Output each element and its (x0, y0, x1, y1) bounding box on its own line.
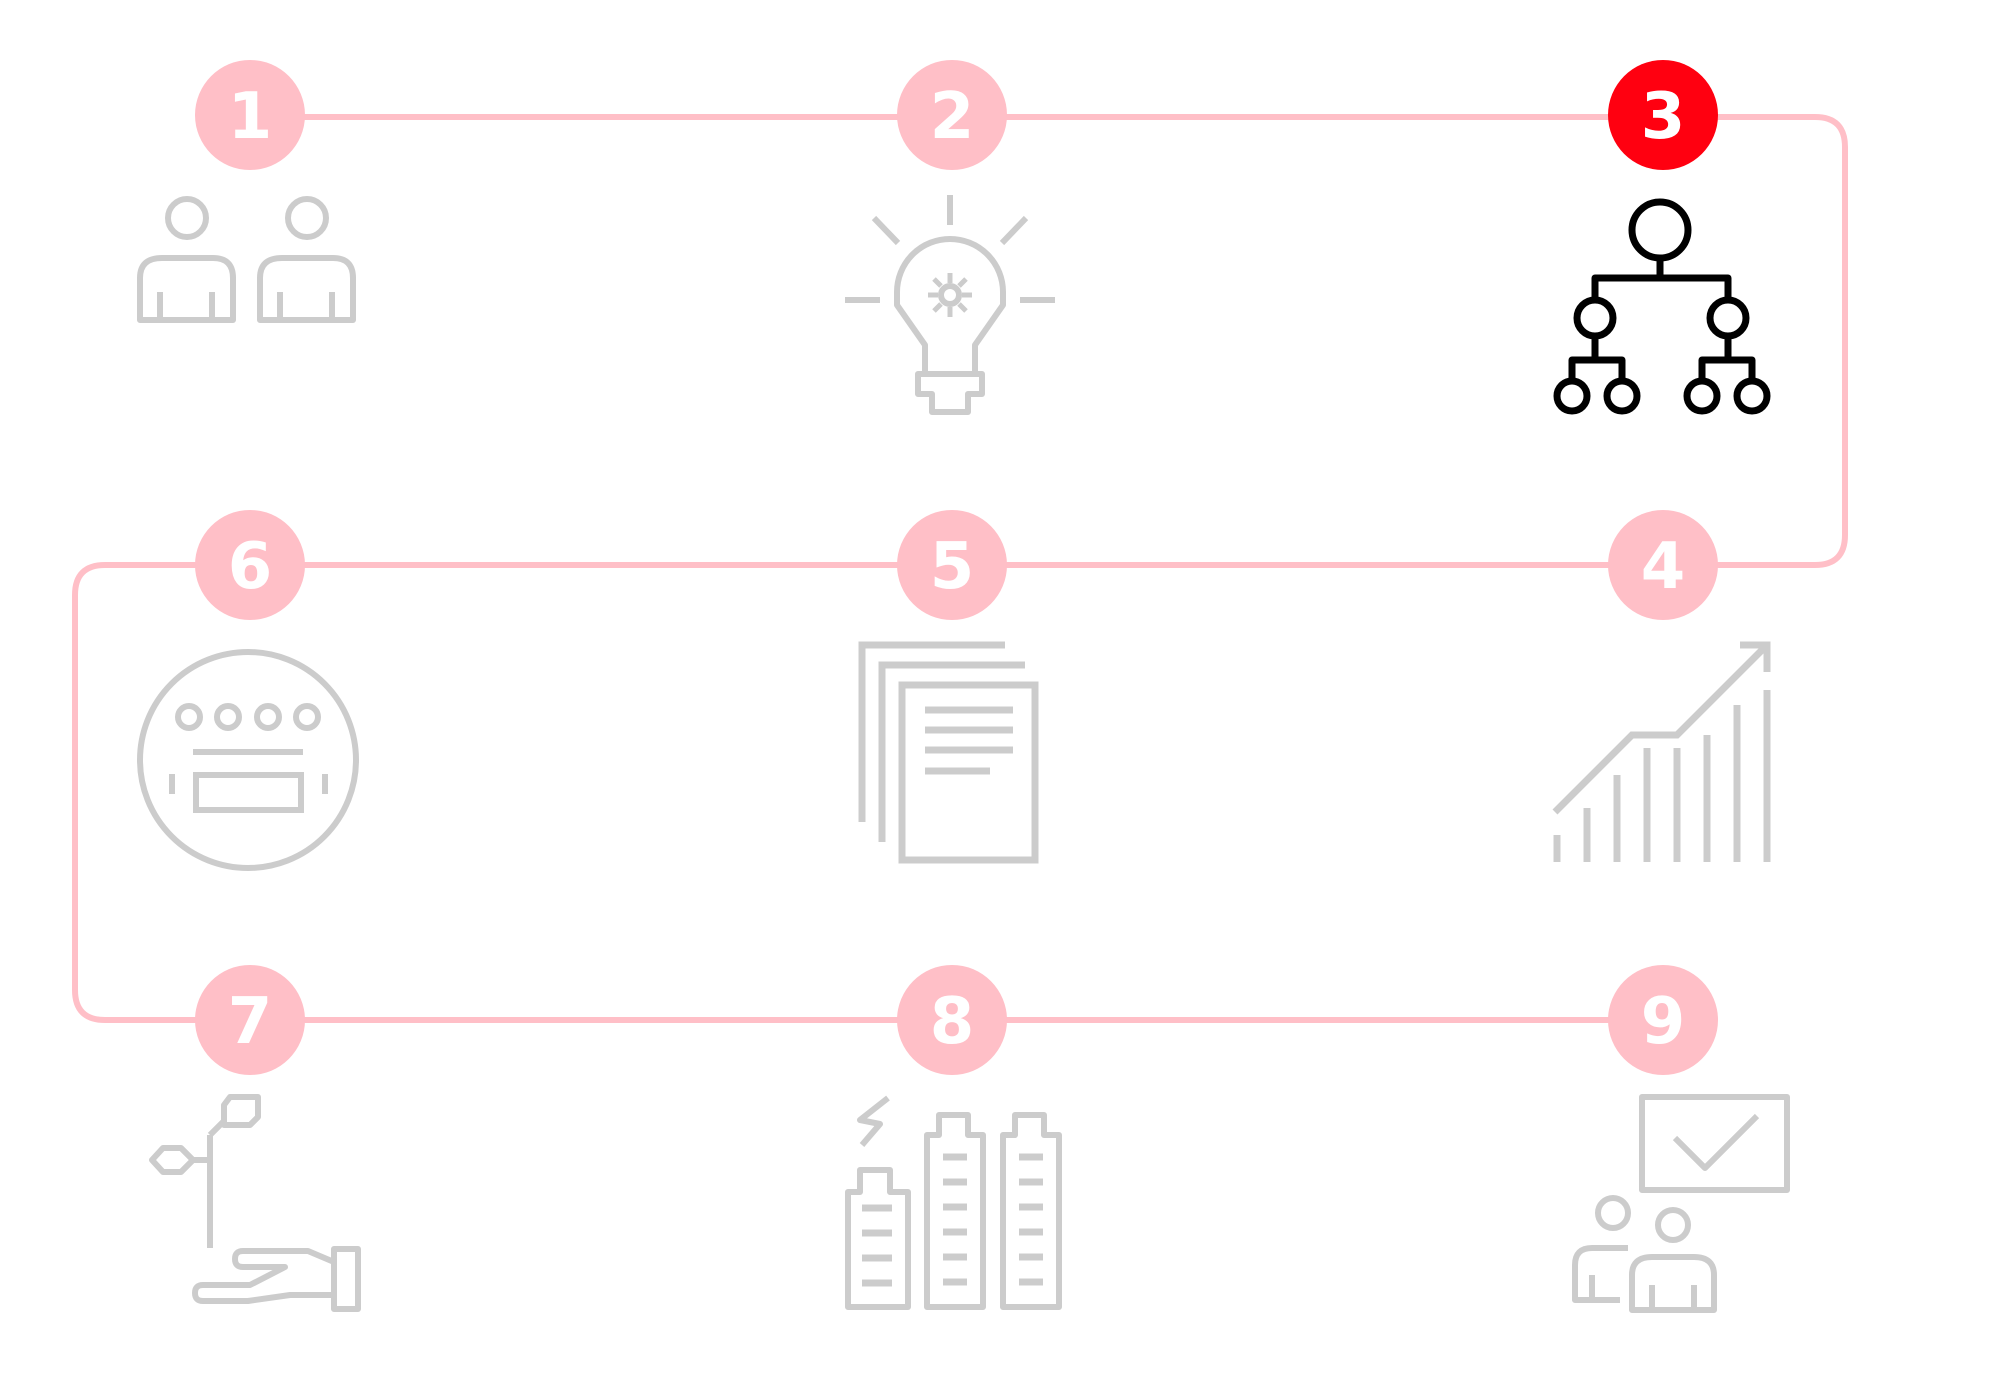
step-4-badge: 4 (1608, 510, 1718, 620)
team-people-icon (137, 196, 356, 323)
presentation-approval-icon (1572, 1094, 1790, 1313)
step-8-number: 8 (930, 985, 975, 1059)
step-5-number: 5 (930, 530, 975, 604)
documents-icon (858, 641, 1039, 864)
growth-chart-icon (1552, 641, 1771, 862)
org-hierarchy-icon (1553, 198, 1771, 415)
step-7-number: 7 (228, 985, 273, 1059)
step-2-badge: 2 (897, 60, 1007, 170)
step-3-badge: 3 (1608, 60, 1718, 170)
step-3-number: 3 (1641, 80, 1686, 154)
step-2-number: 2 (930, 80, 975, 154)
meter-device-icon (137, 649, 359, 871)
step-6-badge: 6 (195, 510, 305, 620)
step-8-badge: 8 (897, 965, 1007, 1075)
hand-plant-icon (149, 1094, 361, 1312)
step-1-badge: 1 (195, 60, 305, 170)
step-7-badge: 7 (195, 965, 305, 1075)
step-9-badge: 9 (1608, 965, 1718, 1075)
step-6-number: 6 (228, 530, 273, 604)
lightbulb-gear-icon (845, 195, 1055, 415)
step-9-number: 9 (1641, 985, 1686, 1059)
step-4-number: 4 (1641, 530, 1686, 604)
step-5-badge: 5 (897, 510, 1007, 620)
city-buildings-icon (845, 1095, 1062, 1310)
step-1-number: 1 (228, 80, 273, 154)
